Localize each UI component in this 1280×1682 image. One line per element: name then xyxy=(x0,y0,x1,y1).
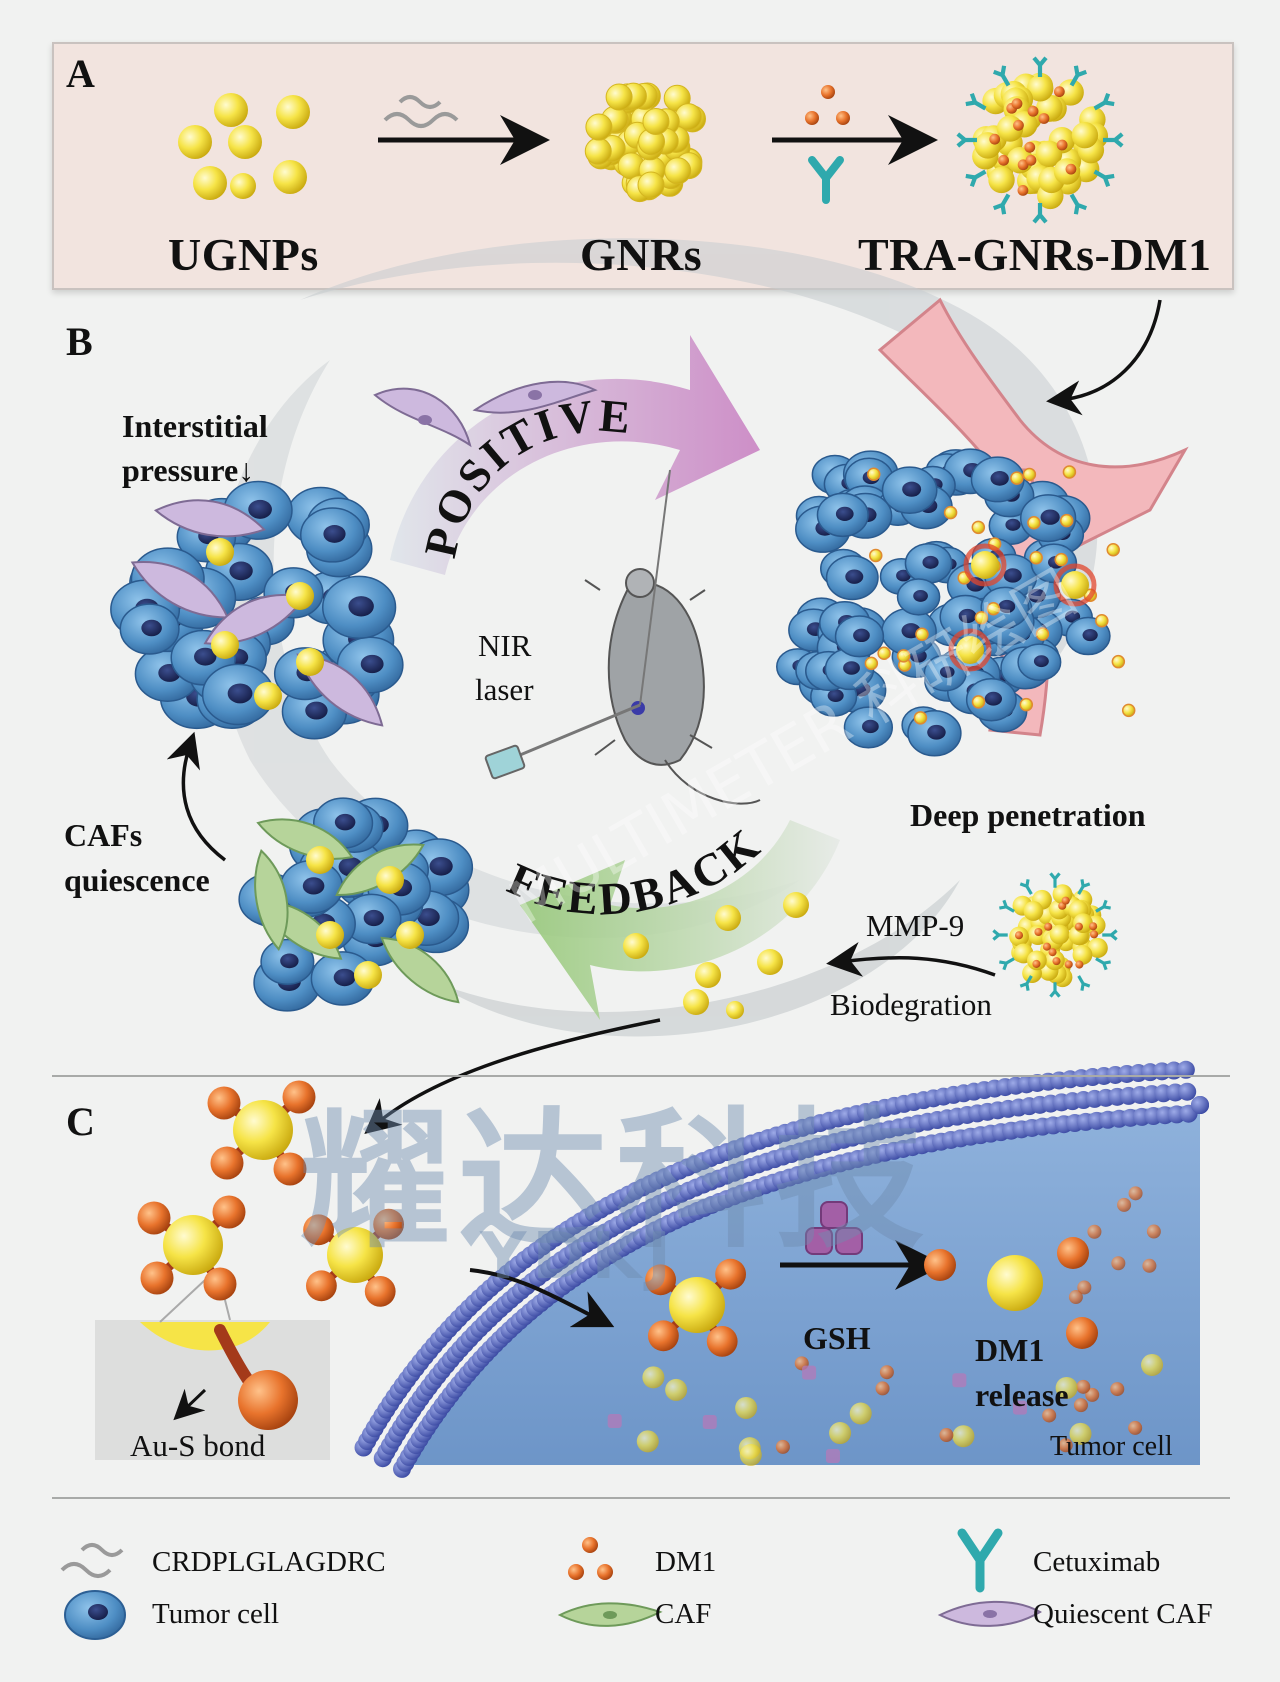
mouse-figure xyxy=(584,568,761,805)
au-s-bond-label: Au-S bond xyxy=(130,1428,266,1463)
legend-label-tumor-cell: Tumor cell xyxy=(152,1598,280,1630)
ugnps-label: UGNPs xyxy=(168,229,319,280)
dm1-dots-icon xyxy=(805,85,850,125)
cell-membrane xyxy=(354,1060,1209,1478)
legend-peptide-wave-icon xyxy=(60,1543,124,1578)
positive-feedback-arrow xyxy=(390,335,760,575)
intracellular-particles xyxy=(607,1186,1164,1466)
panel-b-letter: B xyxy=(66,319,93,364)
divider-c-legend xyxy=(52,1497,1230,1499)
legend-label-cetuximab: Cetuximab xyxy=(1033,1546,1161,1578)
dm1-released xyxy=(924,1237,1098,1349)
tumor-cluster-right xyxy=(776,448,1136,757)
laser-label: laser xyxy=(475,672,534,707)
legend-dm1-dots-icon xyxy=(568,1537,613,1580)
pressure-label: pressure↓ xyxy=(122,452,255,488)
legend-quiescent-caf-icon xyxy=(937,1600,1042,1627)
quiescence-label: quiescence xyxy=(64,862,210,898)
dm1-release-label-2: release xyxy=(975,1377,1069,1413)
feedback-arrow xyxy=(520,820,840,1020)
legend-label-quiescent-caf: Quiescent CAF xyxy=(1033,1598,1213,1630)
tra-gnrs-dm1-particle xyxy=(956,56,1124,224)
tumor-cluster-left-bottom xyxy=(238,797,474,1012)
gnrs-label: GNRs xyxy=(580,229,703,280)
peptide-wave-icon xyxy=(383,95,459,128)
gsh-label: GSH xyxy=(803,1320,871,1356)
legend-label-caf: CAF xyxy=(655,1598,712,1630)
interstitial-label: Interstitial xyxy=(122,408,268,444)
legend-icons xyxy=(60,1528,1042,1640)
panel-a-letter: A xyxy=(66,51,95,96)
nir-label: NIR xyxy=(478,628,532,663)
arrow-to-vessel xyxy=(1046,299,1162,416)
arrow-to-panel-c xyxy=(364,1018,661,1135)
mmp9-label: MMP-9 xyxy=(866,908,965,943)
antibody-y-icon xyxy=(808,156,844,204)
legend-label-dm1: DM1 xyxy=(655,1546,717,1578)
arrow-into-cell xyxy=(469,1268,615,1328)
arrow-biodegradation xyxy=(826,941,996,977)
biodegration-label: Biodegration xyxy=(830,987,992,1022)
legend-label-peptide: CRDPLGLAGDRC xyxy=(152,1546,386,1578)
arrow-cafs-to-interstitial xyxy=(166,731,227,862)
laser-device xyxy=(484,469,671,780)
gnr-dm1-conjugates xyxy=(137,1080,746,1357)
deep-penetration-label: Deep penetration xyxy=(910,797,1146,833)
watermark-main: 耀达科技 xyxy=(300,1095,933,1269)
tumor-cell-label: Tumor cell xyxy=(1050,1431,1173,1462)
divider-b-c xyxy=(52,1075,1230,1077)
dm1-release-label-1: DM1 xyxy=(975,1332,1045,1368)
ugnps-particles xyxy=(178,93,310,200)
tra-gnrs-dm1-particle-mmp xyxy=(992,872,1118,998)
gnrs-cluster xyxy=(584,82,707,203)
quiescent-caf-floating xyxy=(373,380,598,448)
tumor-cell-interior xyxy=(395,1105,1200,1465)
legend-antibody-y-icon xyxy=(957,1528,1003,1593)
tra-gnrs-dm1-label: TRA-GNRs-DM1 xyxy=(858,229,1212,280)
au-s-bond-inset xyxy=(95,1279,330,1460)
panel-c-letter: C xyxy=(66,1099,95,1144)
degraded-ugnps xyxy=(623,892,809,1019)
tumor-cluster-left-top xyxy=(110,480,404,740)
cafs-label: CAFs xyxy=(64,817,143,853)
watermark-sub: YDKJ xyxy=(480,1220,677,1294)
legend-caf-green-icon xyxy=(557,1602,663,1627)
legend-tumor-cell-icon xyxy=(64,1590,126,1640)
gsh-molecules xyxy=(805,1201,863,1255)
